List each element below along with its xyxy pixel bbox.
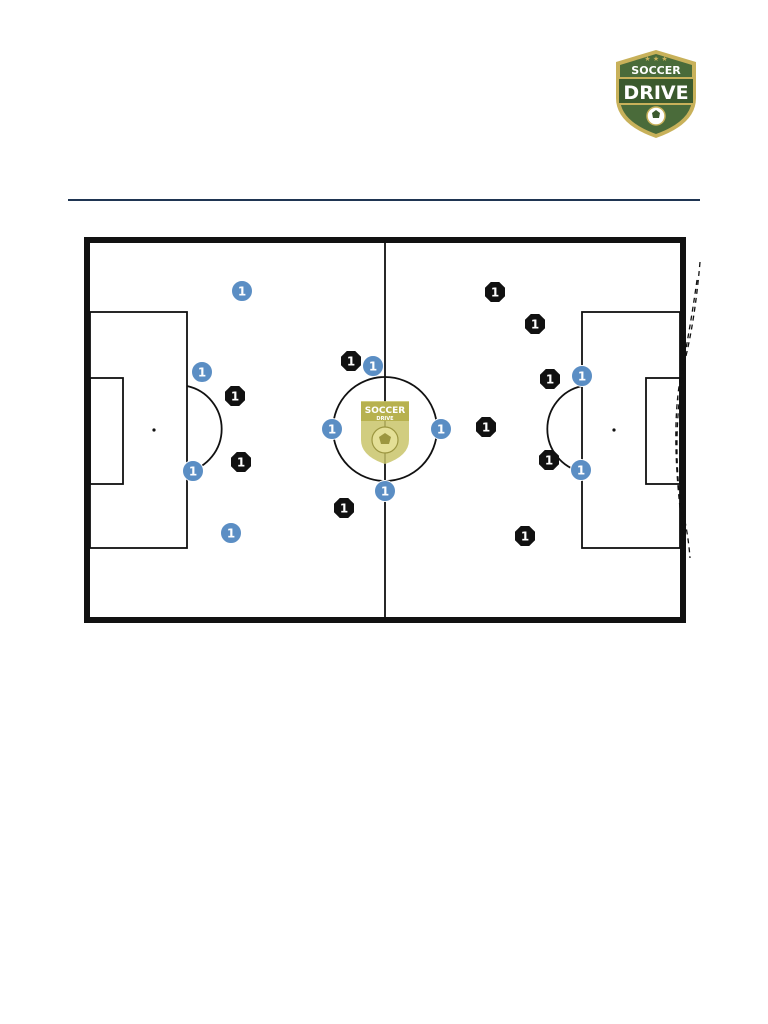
player-number: 1 <box>231 390 239 404</box>
header-divider <box>68 199 700 201</box>
blue-team: 1 1 1 1 1 1 1 1 1 1 <box>182 280 593 544</box>
player-number: 1 <box>328 423 336 437</box>
blue-player-token[interactable]: 1 <box>571 365 593 387</box>
player-number: 1 <box>189 465 197 479</box>
right-goal-box <box>645 377 681 485</box>
black-player-token[interactable]: 1 <box>525 314 545 334</box>
black-player-token[interactable]: 1 <box>476 417 496 437</box>
player-number: 1 <box>437 423 445 437</box>
player-number: 1 <box>238 285 246 299</box>
blue-player-token[interactable]: 1 <box>321 418 343 440</box>
dashed-boundary-line <box>675 279 698 541</box>
center-logo-line1: SOCCER <box>365 406 405 416</box>
player-number: 1 <box>546 373 554 387</box>
player-number: 1 <box>482 421 490 435</box>
right-penalty-spot <box>612 428 616 432</box>
player-number: 1 <box>381 485 389 499</box>
player-number: 1 <box>545 454 553 468</box>
player-number: 1 <box>237 456 245 470</box>
black-player-token[interactable]: 1 <box>225 386 245 406</box>
player-number: 1 <box>531 318 539 332</box>
player-number: 1 <box>198 366 206 380</box>
blue-player-token[interactable]: 1 <box>191 361 213 383</box>
left-goal-box <box>89 377 124 485</box>
black-player-token[interactable]: 1 <box>341 351 361 371</box>
black-player-token[interactable]: 1 <box>485 282 505 302</box>
blue-player-token[interactable]: 1 <box>220 522 242 544</box>
black-team: 1 1 1 1 1 1 1 1 1 1 <box>225 282 560 546</box>
player-number: 1 <box>577 464 585 478</box>
player-number: 1 <box>369 360 377 374</box>
dashed-boundary-line <box>676 261 701 559</box>
black-player-token[interactable]: 1 <box>334 498 354 518</box>
black-player-token[interactable]: 1 <box>231 452 251 472</box>
blue-player-token[interactable]: 1 <box>231 280 253 302</box>
player-number: 1 <box>227 527 235 541</box>
soccer-drive-logo: ★ ★ ★ SOCCER DRIVE <box>616 50 696 138</box>
right-penalty-arc <box>546 385 583 473</box>
center-logo: SOCCER DRIVE <box>361 401 409 464</box>
blue-player-token[interactable]: 1 <box>362 355 384 377</box>
black-player-token[interactable]: 1 <box>540 369 560 389</box>
logo-text-line2: DRIVE <box>623 82 688 104</box>
player-number: 1 <box>491 286 499 300</box>
left-penalty-spot <box>152 428 156 432</box>
logo-text-line1: SOCCER <box>631 64 681 77</box>
player-number: 1 <box>347 355 355 369</box>
svg-text:★ ★ ★: ★ ★ ★ <box>644 55 667 63</box>
black-player-token[interactable]: 1 <box>539 450 559 470</box>
player-number: 1 <box>340 502 348 516</box>
blue-player-token[interactable]: 1 <box>182 460 204 482</box>
center-logo-line2: DRIVE <box>376 416 394 422</box>
blue-player-token[interactable]: 1 <box>430 418 452 440</box>
blue-player-token[interactable]: 1 <box>374 480 396 502</box>
player-number: 1 <box>578 370 586 384</box>
player-number: 1 <box>521 530 529 544</box>
black-player-token[interactable]: 1 <box>515 526 535 546</box>
blue-player-token[interactable]: 1 <box>570 459 592 481</box>
